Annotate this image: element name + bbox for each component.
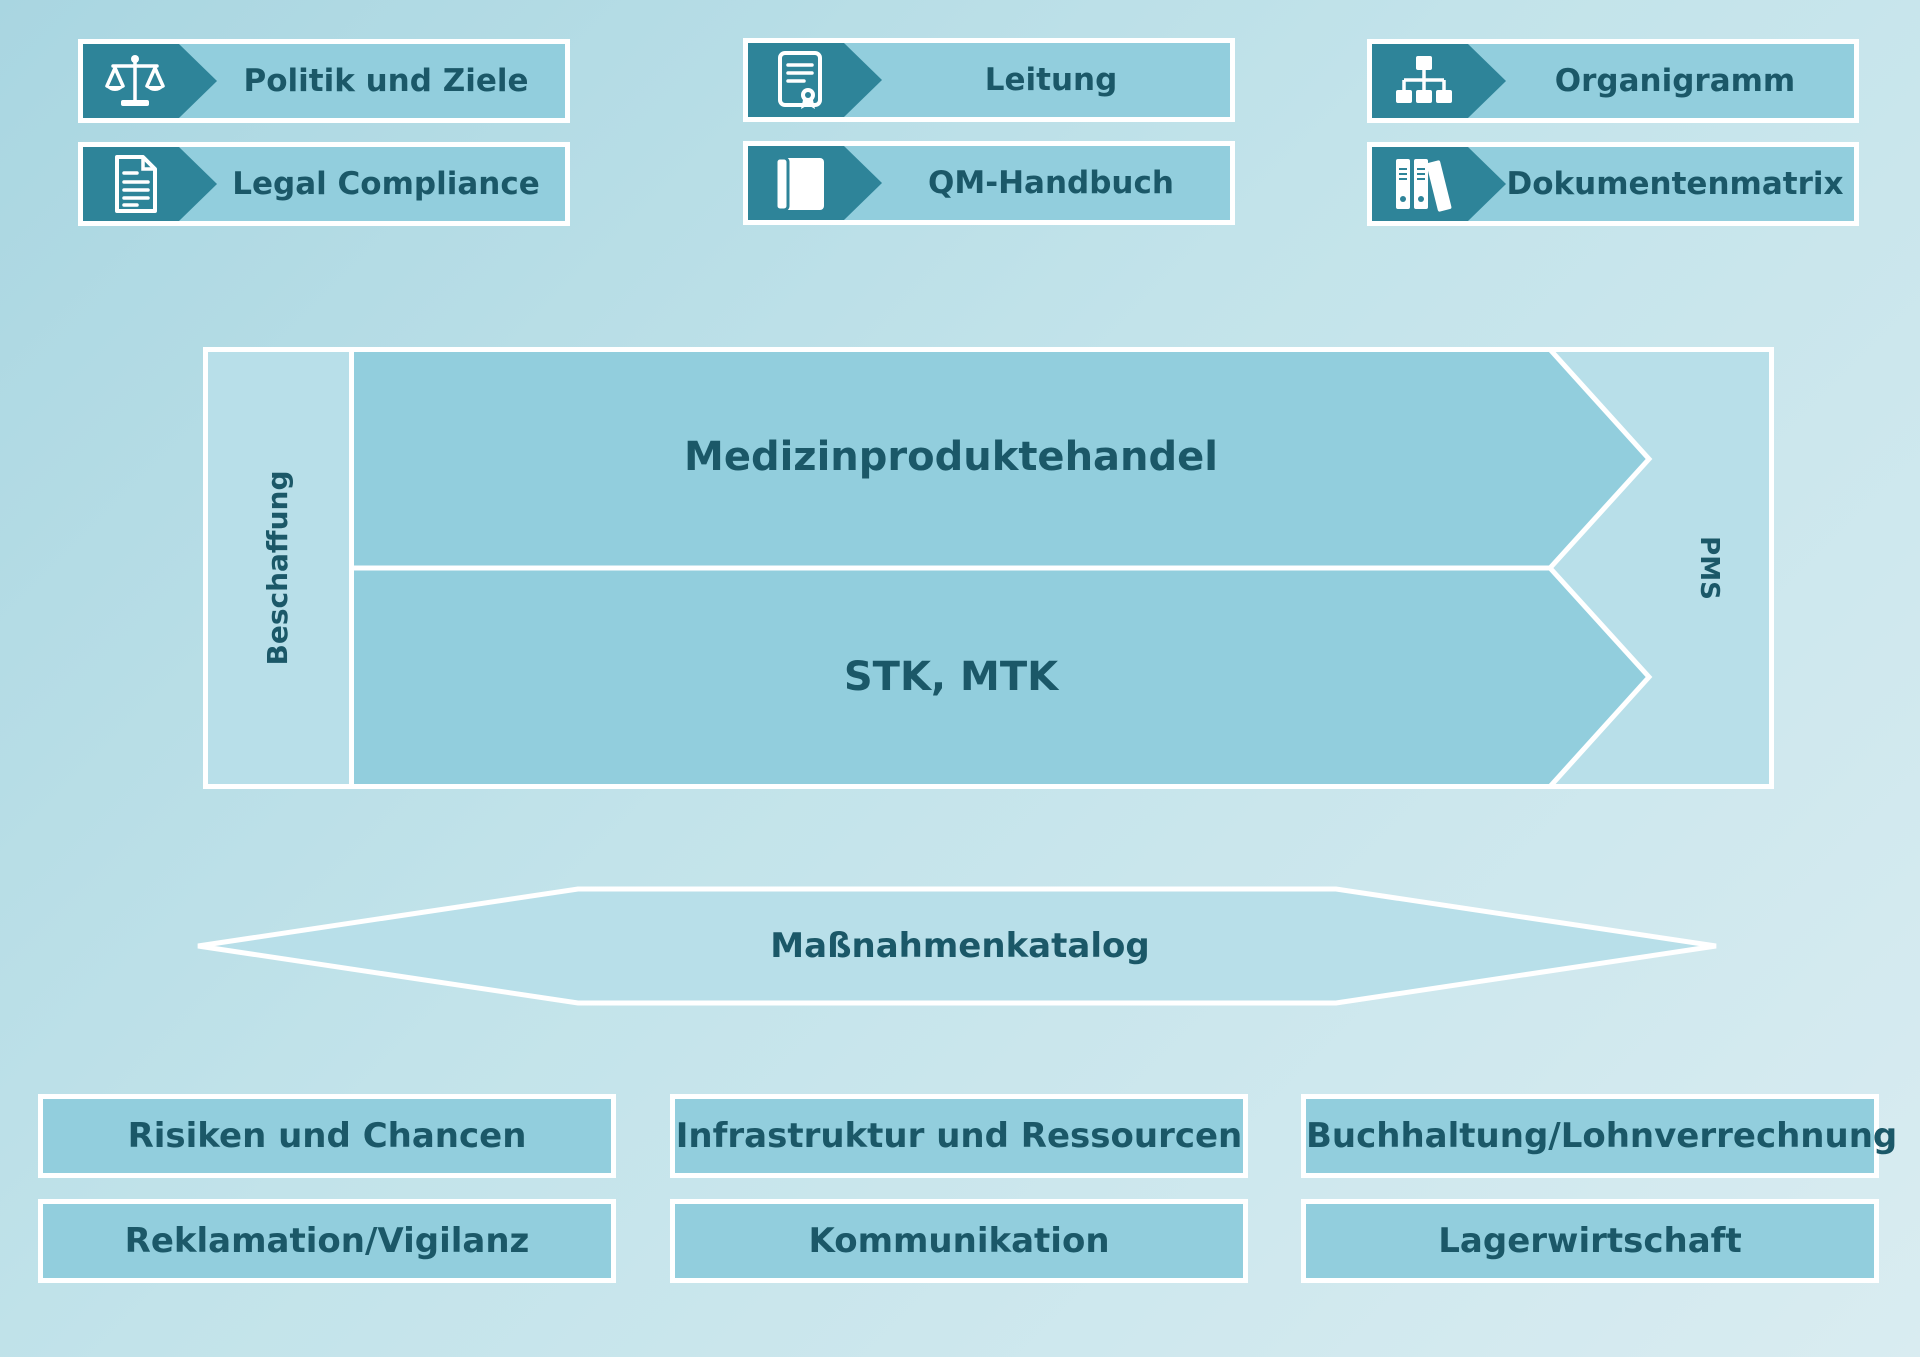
link-dokumentenmatrix[interactable]: Dokumentenmatrix [1367, 142, 1859, 226]
box-reklamation-vigilanz[interactable]: Reklamation/Vigilanz [38, 1199, 616, 1283]
box-kommunikation[interactable]: Kommunikation [670, 1199, 1248, 1283]
org-chart-icon [1396, 56, 1452, 103]
link-label: QM-Handbuch [928, 165, 1174, 201]
box-risiken-und-chancen[interactable]: Risiken und Chancen [38, 1094, 616, 1178]
link-tab [83, 44, 217, 118]
binders-icon [1396, 159, 1452, 212]
box-lagerwirtschaft[interactable]: Lagerwirtschaft [1301, 1199, 1879, 1283]
process-arrow-medizinproduktehandel[interactable] [349, 347, 1653, 571]
link-legal-compliance[interactable]: Legal Compliance [78, 142, 570, 226]
link-tab [748, 43, 882, 117]
box-infrastruktur-und-ressourcen[interactable]: Infrastruktur und Ressourcen [670, 1094, 1248, 1178]
process-row-label: STK, MTK [843, 654, 1059, 700]
link-tab [1372, 44, 1506, 118]
link-label: Legal Compliance [232, 166, 540, 202]
book-icon [774, 156, 824, 212]
link-label: Politik und Ziele [243, 63, 529, 99]
link-label: Organigramm [1554, 63, 1796, 99]
process-shapes [203, 347, 1774, 789]
link-qm-handbuch[interactable]: QM-Handbuch [743, 141, 1235, 225]
procurement-label: Beschaffung [261, 470, 294, 666]
link-label: Leitung [984, 62, 1118, 98]
pms-label: PMS [1694, 536, 1724, 600]
link-tab [748, 146, 882, 220]
process-row-label: Medizinproduktehandel [684, 434, 1218, 480]
process-arrow-stk-mtk[interactable] [349, 565, 1653, 789]
link-label: Dokumentenmatrix [1506, 166, 1844, 202]
link-tab [83, 147, 217, 221]
scales-icon [105, 55, 165, 106]
document-icon [115, 155, 157, 213]
link-tab [1372, 147, 1506, 221]
certificate-icon [778, 51, 822, 109]
link-leitung[interactable]: Leitung [743, 38, 1235, 122]
process-block: Medizinproduktehandel STK, MTK Beschaffu… [203, 347, 1774, 789]
link-organigramm[interactable]: Organigramm [1367, 39, 1859, 123]
measures-shape[interactable] [190, 883, 1730, 1009]
box-buchhaltung-lohnverrechnung[interactable]: Buchhaltung/Lohnverrechnung [1301, 1094, 1897, 1178]
link-politik-und-ziele[interactable]: Politik und Ziele [78, 39, 570, 123]
measures-label: Maßnahmenkatalog [770, 926, 1150, 966]
